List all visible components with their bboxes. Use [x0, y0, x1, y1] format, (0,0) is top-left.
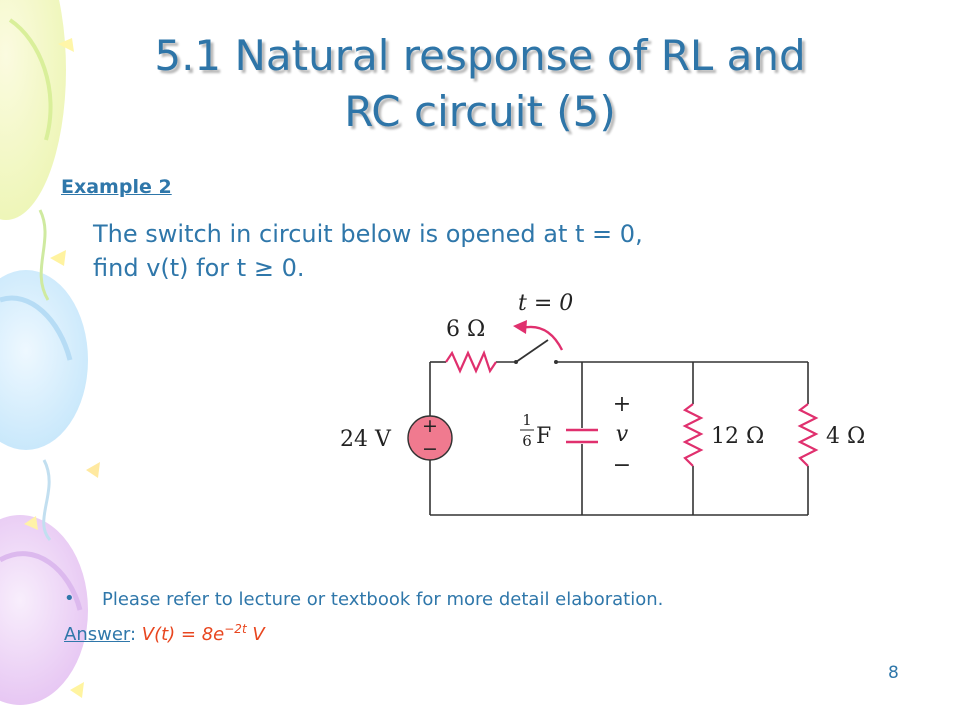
answer-exponent: −2t [224, 622, 247, 636]
resistor-12-ohm [682, 403, 704, 467]
balloon-yellow [0, 0, 66, 220]
capacitor [566, 428, 598, 444]
example-label: Example 2 [61, 176, 172, 198]
cap-unit: F [536, 424, 551, 449]
source-plus: + [422, 415, 438, 437]
v-label: v [616, 422, 629, 447]
title-line-2: RC circuit (5) [344, 87, 616, 136]
page-number: 8 [888, 663, 899, 683]
source-label: 24 V [340, 427, 392, 452]
answer-unit: V [246, 624, 265, 645]
cap-denominator: 6 [522, 432, 532, 450]
resistor-12-label: 12 Ω [711, 424, 764, 449]
v-plus: + [613, 392, 631, 417]
v-minus: − [613, 453, 631, 478]
bullet-icon: • [64, 588, 75, 609]
voltage-source: + − [407, 415, 453, 461]
switch [513, 320, 564, 364]
answer-separator: : [129, 624, 142, 645]
circuit-diagram: + − t = 0 6 Ω 24 V 1 6 F + v − 12 Ω 4 Ω [340, 291, 865, 516]
problem-line-2: find v(t) for t ≥ 0. [93, 254, 305, 282]
switch-label: t = 0 [518, 291, 573, 316]
confetti-dots [24, 38, 100, 698]
source-minus: − [422, 438, 438, 460]
resistor-6-label: 6 Ω [446, 317, 485, 342]
answer-expression: V(t) = 8e [141, 624, 225, 645]
answer-label: Answer [64, 624, 130, 645]
title-line-1: 5.1 Natural response of RL and [154, 31, 806, 80]
problem-statement: The switch in circuit below is opened at… [93, 217, 853, 285]
balloon-purple [0, 515, 88, 705]
resistor-4-ohm [797, 403, 819, 467]
slide-title: 5.1 Natural response of RL and RC circui… [30, 28, 930, 140]
answer-line: Answer: V(t) = 8e−2t V [64, 622, 265, 645]
answer-value: V(t) = 8e−2t V [141, 622, 265, 645]
cap-numerator: 1 [522, 411, 532, 429]
resistor-4-label: 4 Ω [826, 424, 865, 449]
balloon-blue [0, 270, 88, 450]
note-text: Please refer to lecture or textbook for … [102, 589, 664, 610]
problem-line-1: The switch in circuit below is opened at… [93, 220, 643, 248]
resistor-6-ohm [445, 349, 497, 374]
